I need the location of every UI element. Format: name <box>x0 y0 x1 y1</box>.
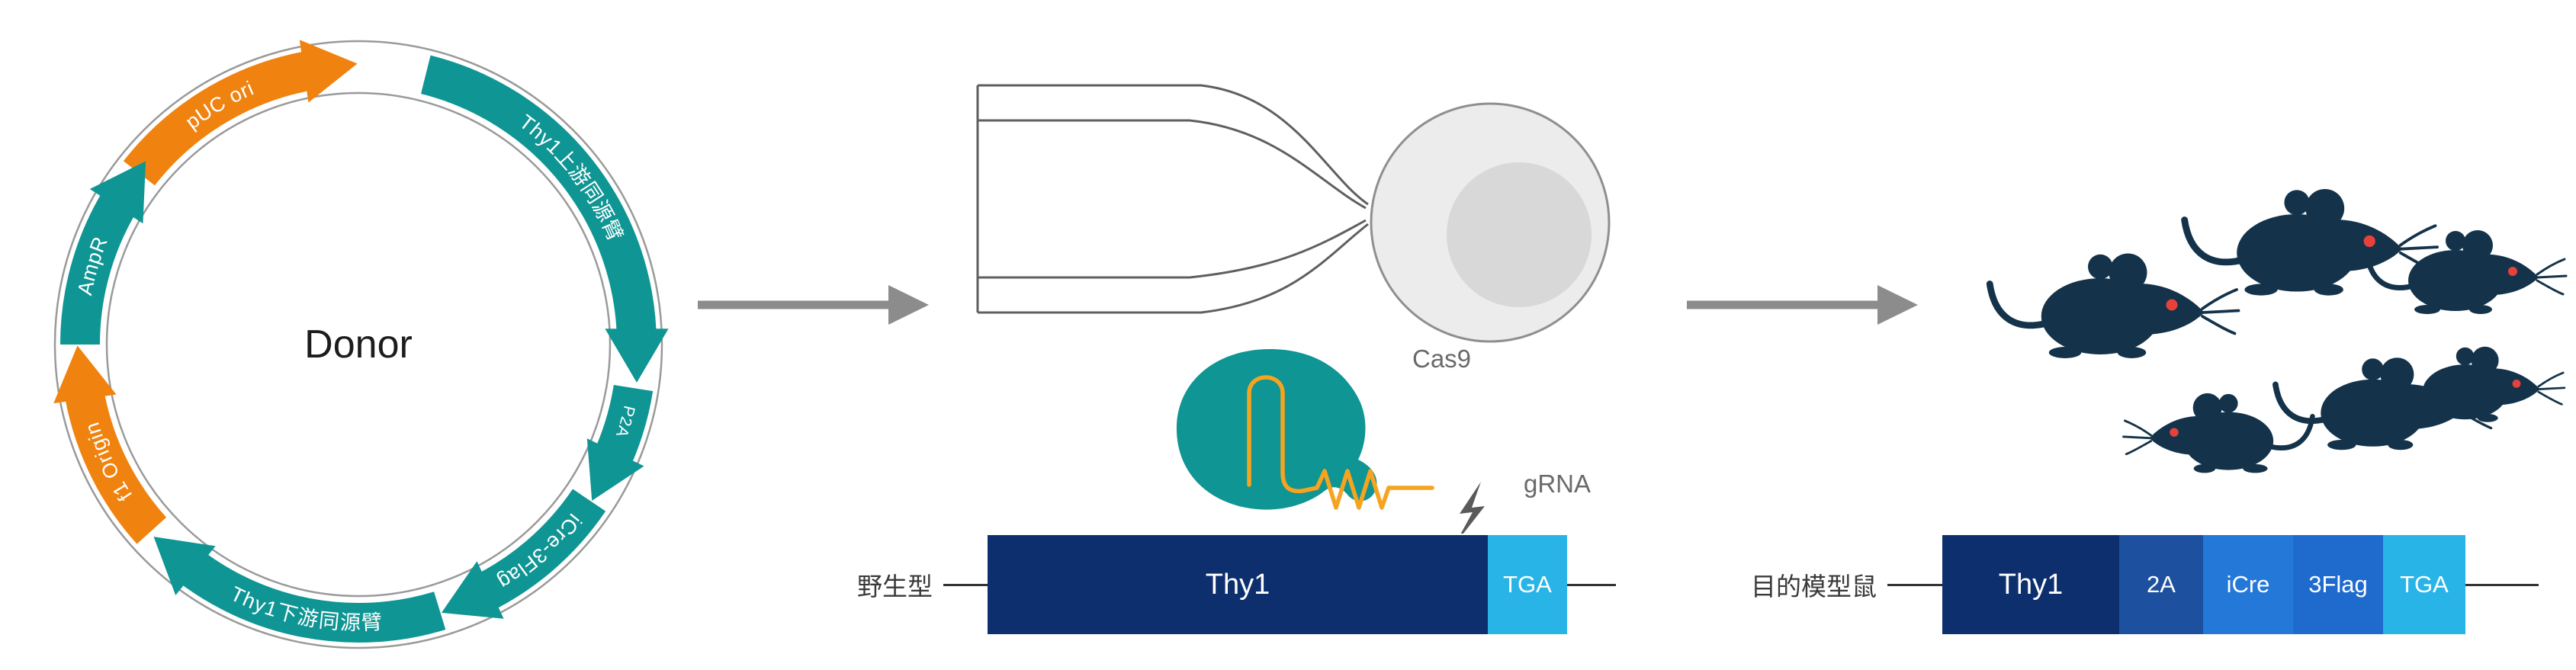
plasmid-segment-thy1-downstream <box>153 537 446 643</box>
plasmid-segment-ampr <box>60 161 146 345</box>
arrow-shaft <box>698 300 890 309</box>
grna-strand <box>1247 375 1434 510</box>
connector-line <box>2465 583 2539 586</box>
gene-segment-tga: TGA <box>2383 535 2465 634</box>
connector-line <box>943 583 988 586</box>
grna-label: gRNA <box>1524 470 1591 498</box>
dna-cut-bolt-icon <box>1460 482 1485 534</box>
micropipette-inner-wall <box>978 119 1367 210</box>
wild-type-label: 野生型 <box>857 572 933 601</box>
micropipette-inner-wall <box>978 219 1367 279</box>
micropipette-outline <box>978 223 1369 314</box>
plasmid-segment-puc-ori <box>123 40 358 186</box>
mice-group <box>1952 160 2570 518</box>
arrow-shaft <box>1687 300 1879 309</box>
plasmid-segment-p2a <box>586 384 654 501</box>
gene-segment-2a: 2A <box>2119 535 2203 634</box>
connector-line <box>1567 583 1616 586</box>
gene-segment-tga: TGA <box>1488 535 1567 634</box>
micropipette <box>976 84 1369 314</box>
arrow-head-icon <box>1877 285 1918 325</box>
plasmid-segment-thy1-upstream <box>420 55 669 383</box>
cas9-protein <box>1176 349 1377 510</box>
model-mouse-label: 目的模型鼠 <box>1751 572 1877 601</box>
plasmid-segment-f1-origin <box>53 345 167 544</box>
micropipette-outline <box>978 84 1369 206</box>
gene-segment-thy1: Thy1 <box>1942 535 2119 634</box>
plasmid-map: pUC ori Thy1上游同源臂 P2A iCre-3Flag Thy1下游同… <box>53 40 669 649</box>
plasmid-segment-label-thy1-upstream: Thy1上游同源臂 <box>515 111 627 245</box>
model-gene-bar: 目的模型鼠 Thy1 2A iCre 3Flag TGA <box>1751 535 2539 634</box>
plasmid-segment-icre-3flag <box>441 489 606 619</box>
mouse-icon <box>2185 189 2437 296</box>
connector-line <box>1887 583 1942 586</box>
cell-nucleus <box>1447 162 1592 307</box>
plasmid-title: Donor <box>304 322 413 367</box>
micropipette-body <box>978 85 1368 313</box>
microinjection-illustration: Cas9 gRNA <box>976 84 1611 534</box>
mouse-icon <box>2367 230 2566 314</box>
cas9-label: Cas9 <box>1412 345 1471 373</box>
gene-segment-thy1: Thy1 <box>988 535 1488 634</box>
flow-arrow-2 <box>1687 285 1918 325</box>
gene-segment-3flag: 3Flag <box>2293 535 2383 634</box>
flow-arrow-1 <box>698 285 929 325</box>
mouse-icon <box>1990 254 2238 359</box>
arrow-head-icon <box>888 285 929 325</box>
wild-type-gene-bar: 野生型 Thy1 TGA <box>857 535 1616 634</box>
gene-segment-icre: iCre <box>2203 535 2293 634</box>
